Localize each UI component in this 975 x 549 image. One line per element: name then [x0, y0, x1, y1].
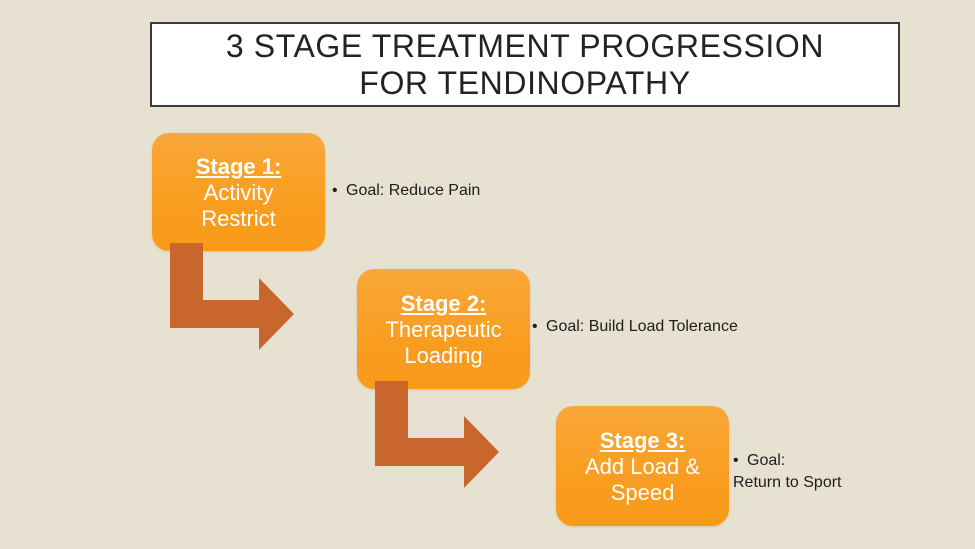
- stage-1-title: Stage 1:: [195, 153, 282, 179]
- stage-2-title: Stage 2:: [400, 290, 487, 316]
- bullet-dot-icon: •: [332, 182, 338, 199]
- stage-2-to-stage-3-arrow-icon: [375, 381, 499, 488]
- goal-bullet-stage-3: • Goal: Return to Sport: [733, 450, 842, 494]
- goal-text-stage-3-continuation: Return to Sport: [733, 474, 842, 491]
- goal-text-stage-2: Goal: Build Load Tolerance: [546, 318, 738, 335]
- bullet-dot-icon: •: [733, 452, 739, 469]
- stage-1-line-1: Activity: [203, 179, 274, 205]
- goal-bullet-stage-2: • Goal: Build Load Tolerance: [532, 316, 738, 338]
- slide-title-box: 3 STAGE TREATMENT PROGRESSION FOR TENDIN…: [150, 22, 900, 107]
- goal-text-stage-3: Goal:: [747, 452, 786, 469]
- stage-box-3[interactable]: Stage 3: Add Load & Speed: [556, 406, 729, 526]
- stage-box-2[interactable]: Stage 2: Therapeutic Loading: [357, 269, 530, 389]
- slide-title-line-1: 3 STAGE TREATMENT PROGRESSION: [225, 27, 825, 64]
- stage-3-line-2: Speed: [610, 479, 675, 505]
- stage-box-1[interactable]: Stage 1: Activity Restrict: [152, 133, 325, 251]
- slide-title-line-2: FOR TENDINOPATHY: [359, 64, 691, 101]
- stage-2-line-2: Loading: [404, 342, 483, 368]
- goal-bullet-stage-1: • Goal: Reduce Pain: [332, 180, 480, 202]
- stage-2-line-1: Therapeutic: [385, 316, 502, 342]
- stage-3-line-1: Add Load &: [585, 453, 700, 479]
- stage-1-to-stage-2-arrow-icon: [170, 243, 294, 350]
- stage-3-title: Stage 3:: [599, 427, 686, 453]
- stage-1-line-2: Restrict: [201, 205, 276, 231]
- bullet-dot-icon: •: [532, 318, 538, 335]
- goal-text-stage-1: Goal: Reduce Pain: [346, 182, 481, 199]
